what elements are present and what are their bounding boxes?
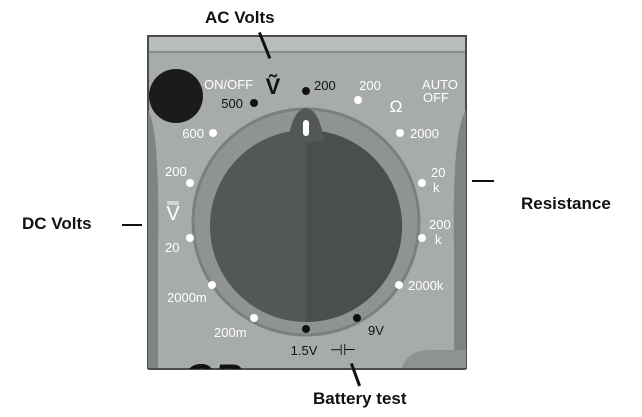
battery-symbol: ⊣⊢ <box>330 342 356 359</box>
brand-logo-visible: GB <box>183 357 243 401</box>
dot-ohm-200 <box>354 96 362 104</box>
label-ohm-2000k: 2000k <box>408 278 444 293</box>
dot-ac-200 <box>302 87 310 95</box>
callout-dc-volts: DC Volts <box>22 214 92 233</box>
label-ohm-20-unit: k <box>433 180 440 195</box>
dot-dc-200m <box>250 314 258 322</box>
ac-volts-symbol: Ṽ <box>266 74 281 99</box>
dot-dc-2000m <box>208 281 216 289</box>
dot-dc-200 <box>186 179 194 187</box>
dot-dc-20 <box>186 234 194 242</box>
label-off: OFF <box>423 90 449 105</box>
left-grip <box>148 110 159 374</box>
dot-dc-600 <box>209 129 217 137</box>
leader-dc-volts <box>122 224 142 226</box>
label-dc-20: 20 <box>165 240 179 255</box>
dc-volts-symbol: V̿ <box>166 201 180 225</box>
dot-ohm-20k <box>418 179 426 187</box>
dot-batt-1-5v <box>302 325 310 333</box>
dot-ohm-200k <box>418 234 426 242</box>
knob-indicator <box>303 120 309 136</box>
label-dc-200: 200 <box>165 164 187 179</box>
label-ohm-200k-unit: k <box>435 232 442 247</box>
dot-ohm-2000 <box>396 129 404 137</box>
label-ohm-200k: 200 <box>429 217 451 232</box>
panel-top-bezel <box>148 36 466 52</box>
label-on-off: ON/OFF <box>204 77 253 92</box>
power-button[interactable] <box>149 69 203 123</box>
label-dc-600: 600 <box>182 126 204 141</box>
dot-batt-9v <box>353 314 361 322</box>
label-batt-1-5v: 1.5V <box>291 343 318 358</box>
right-grip <box>453 110 466 374</box>
label-dc-2000m: 2000m <box>167 290 207 305</box>
label-ac-500: 500 <box>221 96 243 111</box>
callout-resistance: Resistance <box>521 194 611 213</box>
callout-battery-test: Battery test <box>313 389 407 408</box>
dot-ac-500 <box>250 99 258 107</box>
callout-ac-volts: AC Volts <box>205 8 275 27</box>
label-ac-200: 200 <box>314 78 336 93</box>
ohm-symbol: Ω <box>390 97 403 116</box>
label-dc-200m: 200m <box>214 325 247 340</box>
label-batt-9v: 9V <box>368 323 384 338</box>
label-ohm-20: 20 <box>431 165 445 180</box>
dot-ohm-2000k <box>395 281 403 289</box>
label-ohm-2000: 2000 <box>410 126 439 141</box>
label-auto: AUTO <box>422 77 458 92</box>
label-ohm-200: 200 <box>359 78 381 93</box>
leader-resistance <box>472 180 494 182</box>
